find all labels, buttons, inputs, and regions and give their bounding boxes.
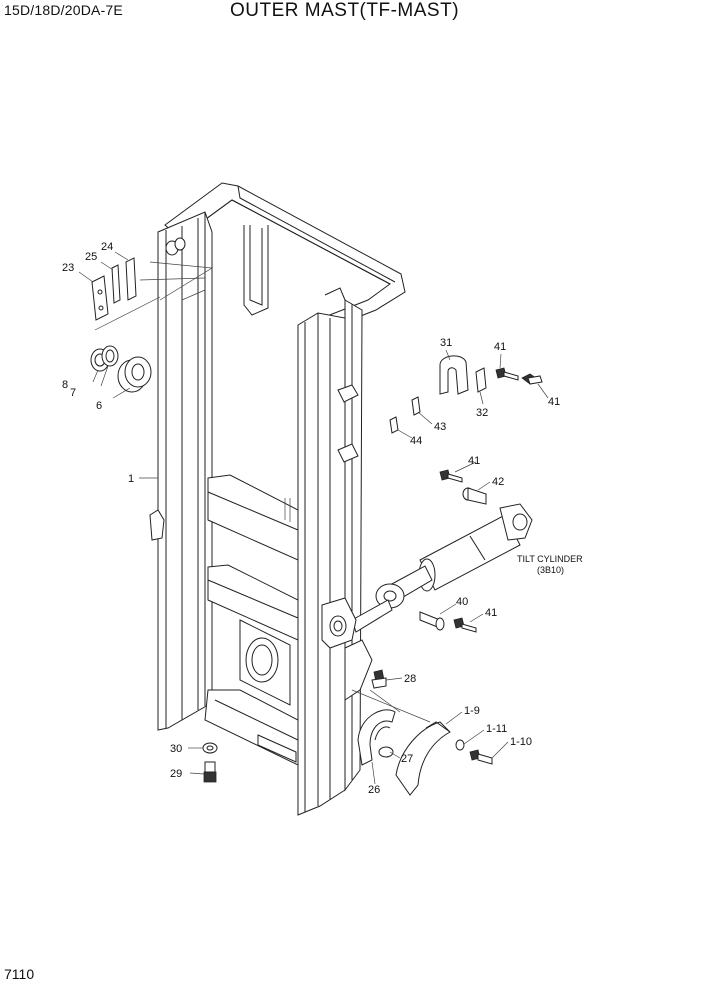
back-channel (243, 225, 346, 316)
callout-1-10: 1-10 (510, 736, 532, 748)
page-number: 7110 (4, 966, 35, 982)
part-40-pin (419, 611, 445, 631)
page-title: OUTER MAST(TF-MAST) (230, 0, 460, 21)
model-code: 15D/18D/20DA-7E (4, 2, 123, 18)
callout-labels: 1 6 7 8 23 24 25 26 27 28 29 30 31 32 40… (62, 241, 583, 796)
part-1-9-cap (395, 721, 451, 796)
callout-25: 25 (85, 251, 97, 263)
callout-6: 6 (96, 400, 102, 412)
callout-40: 40 (456, 596, 468, 608)
bottom-base (204, 619, 373, 766)
part-1-11-washer (455, 739, 465, 751)
part-1-10-bolt (469, 749, 493, 765)
callout-23: 23 (62, 262, 74, 274)
top-left-fittings (94, 237, 214, 331)
part-25-shim (111, 264, 121, 304)
callout-27: 27 (401, 753, 413, 765)
part-23-bracket (91, 275, 109, 321)
part-28-grease-nipple (371, 669, 387, 689)
callout-1-11: 1-11 (486, 723, 507, 735)
part-41-bolt-mid (439, 469, 463, 483)
callout-43: 43 (434, 421, 446, 433)
part-7-washer (101, 345, 119, 367)
callout-1: 1 (128, 473, 134, 485)
rail-blocks (337, 384, 421, 463)
callout-28: 28 (404, 673, 416, 685)
tilt-cylinder-ref: (3B10) (537, 565, 564, 575)
part-27-ring (378, 746, 394, 758)
callout-8: 8 (62, 379, 68, 391)
callout-7: 7 (70, 387, 76, 399)
leader-lines (78, 251, 549, 785)
callout-41-top: 41 (494, 341, 506, 353)
part-26-bushing (357, 709, 396, 766)
part-6-bearing (117, 356, 152, 393)
left-mast-rail (149, 211, 213, 731)
middle-cross-member (207, 474, 299, 641)
tilt-cylinder-note: TILT CYLINDER (517, 554, 583, 564)
part-41-bolt-top (495, 367, 543, 385)
part-41-bolt-low (453, 617, 477, 633)
part-24-plate (125, 257, 137, 301)
callout-31: 31 (440, 337, 452, 349)
callout-41-mid: 41 (468, 455, 480, 467)
callout-1-9: 1-9 (464, 705, 480, 717)
callout-42: 42 (492, 476, 504, 488)
callout-26: 26 (368, 784, 380, 796)
callout-44: 44 (410, 435, 422, 447)
callout-24: 24 (101, 241, 113, 253)
callout-41-right: 41 (548, 396, 560, 408)
tilt-cylinder (351, 503, 533, 633)
callout-32: 32 (476, 407, 488, 419)
callout-29: 29 (170, 768, 182, 780)
part-30-washer (202, 742, 218, 754)
cylinder-bracket (321, 597, 357, 649)
part-29-bolt (203, 761, 217, 783)
callout-30: 30 (170, 743, 182, 755)
part-42-pin (462, 487, 487, 505)
part-31-clamp (439, 355, 469, 395)
callout-41-low: 41 (485, 607, 497, 619)
right-mast-rail (297, 299, 363, 816)
part-32-plate (475, 367, 487, 393)
